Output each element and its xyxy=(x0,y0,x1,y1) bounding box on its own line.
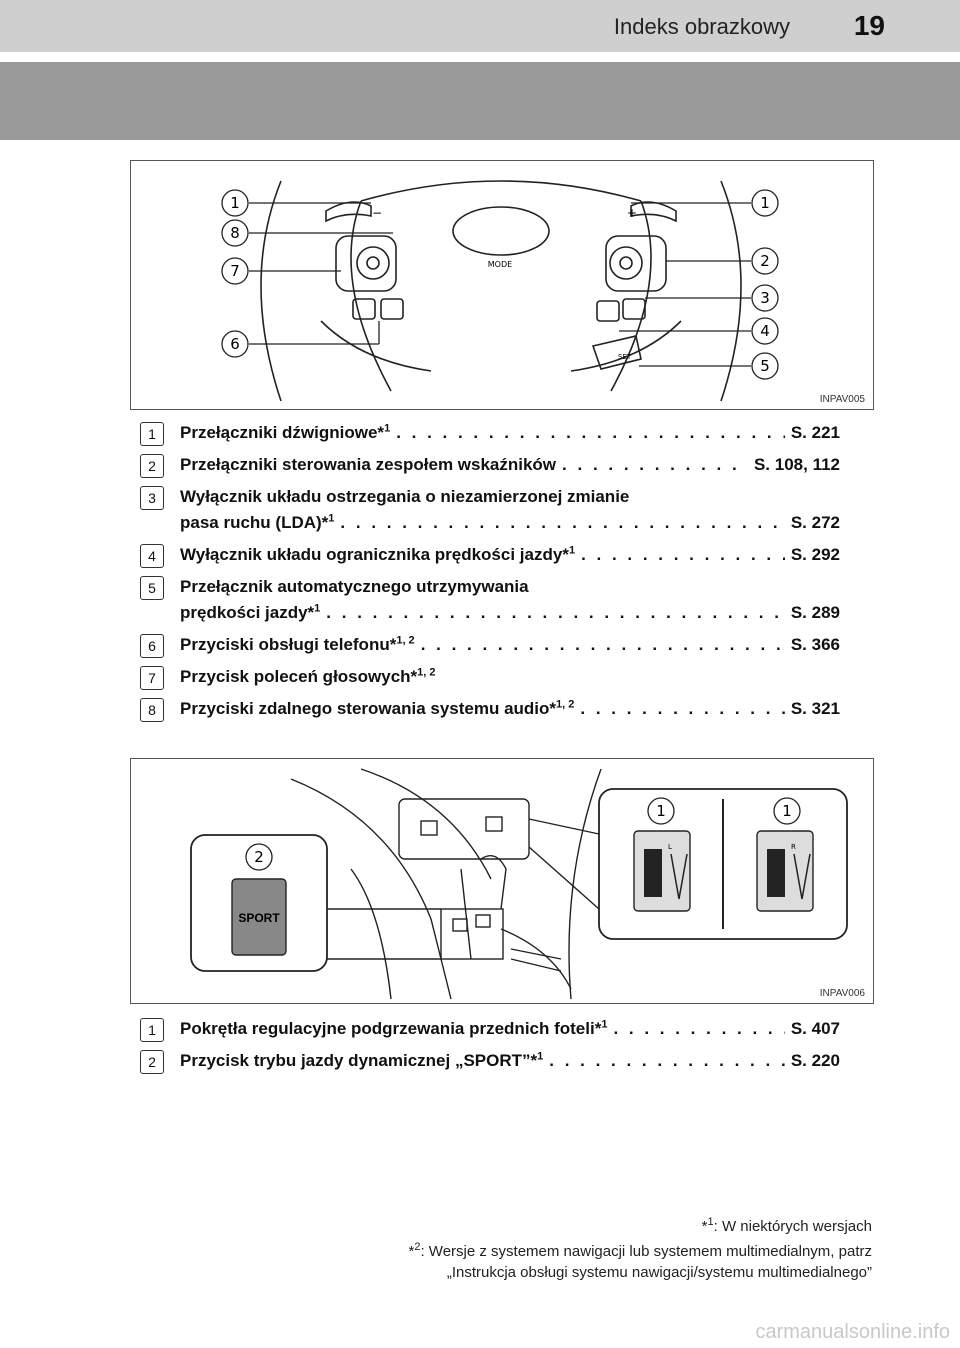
list-item: 7 Przycisk poleceń głosowych*1, 2 xyxy=(140,664,840,690)
item-text: Przełącznik automatycznego utrzymywania xyxy=(180,577,529,596)
footnote-text-continued: „Instrukcja obsługi systemu nawigacji/sy… xyxy=(446,1264,872,1281)
callout-3: 3 xyxy=(760,289,770,307)
item-text: Przyciski obsługi telefonu* xyxy=(180,635,397,654)
footnotes: *1: W niektórych wersjach *2: Wersje z s… xyxy=(112,1216,873,1287)
item-text: Przycisk trybu jazdy dynamicznej „SPORT”… xyxy=(180,1051,538,1070)
page-reference[interactable]: S. 289 xyxy=(790,603,840,622)
callout-1-right: 1 xyxy=(782,802,792,820)
left-knob-label: L xyxy=(668,843,672,851)
page-reference[interactable]: S. 292 xyxy=(790,545,840,564)
footnote-text: : W niektórych wersjach xyxy=(713,1218,872,1235)
callout-2: 2 xyxy=(254,848,264,866)
item-number: 1 xyxy=(140,422,164,446)
callout-1-left: 1 xyxy=(230,194,240,212)
footnote-2: *2: Wersje z systemem nawigacji lub syst… xyxy=(112,1241,873,1283)
sport-button-label: SPORT xyxy=(238,911,280,925)
console-controls-list: 1 Pokrętła regulacyjne podgrzewania prze… xyxy=(140,1016,840,1080)
section-title: Indeks obrazkowy xyxy=(613,14,790,39)
item-number: 8 xyxy=(140,698,164,722)
footnote-number: 2 xyxy=(414,1241,421,1253)
item-footnote-ref: 1, 2 xyxy=(556,698,575,711)
callout-4: 4 xyxy=(760,322,770,340)
item-footnote-ref: 1 xyxy=(314,602,321,615)
plus-paddle-label: + xyxy=(627,206,637,220)
item-number: 2 xyxy=(140,454,164,478)
list-item: 6 Przyciski obsługi telefonu*1, 2 S. 366 xyxy=(140,632,840,658)
callout-1-right: 1 xyxy=(760,194,770,212)
figure-code: INPAV005 xyxy=(819,394,865,405)
footnote-text: : Wersje z systemem nawigacji lub system… xyxy=(420,1243,872,1260)
item-text-continued: pasa ruchu (LDA)* xyxy=(180,513,329,532)
list-item: 8 Przyciski zdalnego sterowania systemu … xyxy=(140,696,840,722)
callout-6: 6 xyxy=(230,335,240,353)
item-number: 3 xyxy=(140,486,164,510)
item-number: 1 xyxy=(140,1018,164,1042)
footnote-1: *1: W niektórych wersjach xyxy=(112,1216,872,1237)
item-number: 4 xyxy=(140,544,164,568)
set-label: SET xyxy=(618,353,632,361)
minus-paddle-label: − xyxy=(372,206,382,220)
steering-wheel-illustration: MODE − + SET 1 8 7 6 1 2 xyxy=(221,180,779,402)
callout-8: 8 xyxy=(230,224,240,242)
callout-2: 2 xyxy=(760,252,770,270)
item-number: 6 xyxy=(140,634,164,658)
mode-button-label: MODE xyxy=(488,260,512,269)
page-reference[interactable]: S. 407 xyxy=(790,1019,840,1038)
list-item: 3 Wyłącznik układu ostrzegania o niezami… xyxy=(140,484,840,536)
page-reference[interactable]: S. 221 xyxy=(790,423,840,442)
footnote-mark: * xyxy=(701,1218,708,1235)
item-number: 7 xyxy=(140,666,164,690)
item-number: 2 xyxy=(140,1050,164,1074)
list-item: 1 Pokrętła regulacyjne podgrzewania prze… xyxy=(140,1016,840,1042)
center-console-figure: SPORT 2 L R 1 1 INPAV006 xyxy=(130,758,874,1004)
item-number: 5 xyxy=(140,576,164,600)
item-footnote-ref: 1 xyxy=(384,422,391,435)
steering-controls-list: 1 Przełączniki dźwigniowe*1S. 221 2 Prze… xyxy=(140,420,840,728)
item-text-continued: prędkości jazdy* xyxy=(180,603,315,622)
item-text: Przełączniki dźwigniowe* xyxy=(180,423,385,442)
footnote-mark: * xyxy=(408,1243,415,1260)
watermark: carmanualsonline.info xyxy=(755,1321,950,1343)
item-text: Pokrętła regulacyjne podgrzewania przedn… xyxy=(180,1019,602,1038)
list-item: 5 Przełącznik automatycznego utrzymywani… xyxy=(140,574,840,626)
list-item: 4 Wyłącznik układu ogranicznika prędkośc… xyxy=(140,542,840,568)
callout-5: 5 xyxy=(760,357,770,375)
page-number: 19 xyxy=(853,10,885,41)
callout-7: 7 xyxy=(230,262,240,280)
item-footnote-ref: 1 xyxy=(328,512,335,525)
item-text: Przełączniki sterowania zespołem wskaźni… xyxy=(180,455,557,474)
list-item: 1 Przełączniki dźwigniowe*1S. 221 xyxy=(140,420,840,446)
page-reference[interactable]: S. 108, 112 xyxy=(753,455,840,474)
page-reference[interactable]: S. 220 xyxy=(790,1051,840,1070)
item-text: Wyłącznik układu ostrzegania o niezamier… xyxy=(180,487,630,506)
item-footnote-ref: 1 xyxy=(568,544,576,557)
page-reference[interactable]: S. 321 xyxy=(790,699,840,718)
steering-wheel-figure: MODE − + SET 1 8 7 6 1 2 xyxy=(130,160,874,410)
header-bar xyxy=(0,0,960,52)
item-footnote-ref: 1, 2 xyxy=(417,666,436,679)
list-item: 2 Przełączniki sterowania zespołem wskaź… xyxy=(140,452,840,478)
sport-button xyxy=(231,878,287,956)
footnote-number: 1 xyxy=(707,1216,714,1228)
page-reference[interactable]: S. 366 xyxy=(790,635,840,654)
list-item: 2 Przycisk trybu jazdy dynamicznej „SPOR… xyxy=(140,1048,840,1074)
center-console-illustration: SPORT 2 L R 1 1 xyxy=(190,768,848,1000)
right-knob-label: R xyxy=(791,843,796,851)
item-footnote-ref: 1 xyxy=(537,1050,544,1063)
figure-code: INPAV006 xyxy=(819,988,865,999)
gray-band xyxy=(0,62,960,140)
item-text: Przyciski zdalnego sterowania systemu au… xyxy=(180,699,557,718)
callout-1-left: 1 xyxy=(656,802,666,820)
item-text: Przycisk poleceń głosowych* xyxy=(180,667,418,686)
item-footnote-ref: 1 xyxy=(601,1018,608,1031)
page-reference[interactable]: S. 272 xyxy=(790,513,840,532)
item-footnote-ref: 1, 2 xyxy=(396,634,415,647)
item-text: Wyłącznik układu ogranicznika prędkości … xyxy=(180,545,569,564)
